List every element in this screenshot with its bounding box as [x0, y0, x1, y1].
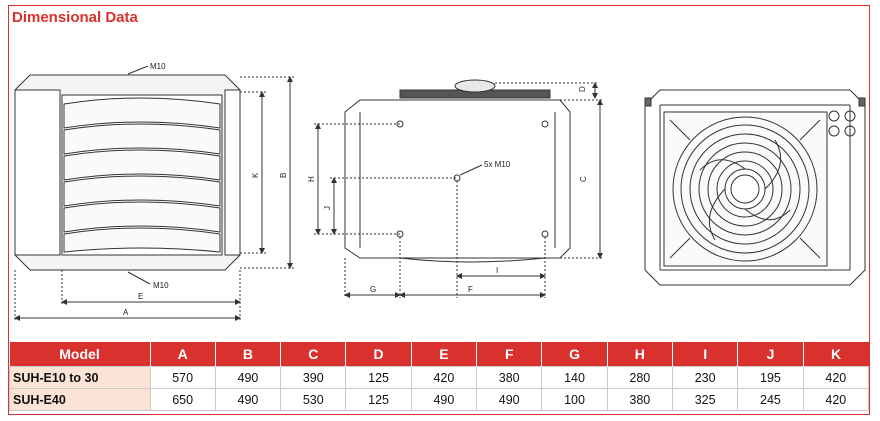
model-cell: SUH-E40 [9, 388, 151, 411]
cell-g: 140 [541, 366, 608, 389]
cell-j: 195 [737, 366, 804, 389]
cell-i: 230 [671, 366, 739, 389]
louver-blades [63, 97, 221, 253]
cell-f: 490 [476, 388, 543, 411]
cell-c: 530 [280, 388, 347, 411]
cell-d: 125 [345, 388, 412, 411]
connection-sockets [828, 110, 856, 137]
page-title: Dimensional Data [12, 9, 138, 26]
header-b: B [214, 342, 281, 367]
cell-h: 380 [606, 388, 674, 411]
dim-label-b: B [279, 173, 288, 178]
dim-label-e: E [138, 292, 143, 301]
cell-d: 125 [345, 366, 412, 389]
content-frame [8, 5, 870, 415]
table-header-row: Model A B C D E F G H I J K [9, 342, 869, 367]
dim-label-k: K [251, 172, 260, 178]
cell-k: 420 [802, 388, 870, 411]
cell-e: 420 [410, 366, 478, 389]
dimensions-table: Model A B C D E F G H I J K SUH-E10 to 3… [9, 342, 870, 411]
dim-label-j: J [323, 206, 332, 210]
dim-label-a: A [123, 308, 129, 317]
dim-label-c: C [579, 176, 588, 182]
header-a: A [149, 342, 216, 367]
cell-i: 325 [671, 388, 739, 411]
cell-e: 490 [410, 388, 478, 411]
header-e: E [410, 342, 477, 367]
header-i: I [671, 342, 738, 367]
cell-a: 570 [149, 366, 216, 389]
header-model: Model [9, 342, 150, 367]
cell-c: 390 [280, 366, 347, 389]
dim-label-g: G [370, 285, 376, 294]
dim-label-d: D [578, 86, 587, 92]
cell-h: 280 [606, 366, 674, 389]
table-row: SUH-E10 to 30 570 490 390 125 420 380 14… [9, 366, 870, 389]
header-c: C [280, 342, 346, 367]
fan-guard [669, 116, 821, 262]
cell-k: 420 [802, 366, 870, 389]
model-cell: SUH-E10 to 30 [9, 366, 151, 389]
table-row: SUH-E40 650 490 530 125 490 490 100 380 … [9, 388, 870, 411]
dim-label-f: F [468, 285, 473, 294]
m10-top-label: M10 [150, 62, 166, 71]
mounting-holes [396, 120, 549, 238]
header-d: D [345, 342, 412, 367]
header-h: H [606, 342, 673, 367]
side-view [314, 79, 604, 298]
front-view [14, 65, 294, 322]
header-j: J [737, 342, 804, 367]
cell-j: 245 [737, 388, 804, 411]
header-k: K [802, 342, 869, 367]
technical-drawing: M10 M10 K B E A [14, 62, 866, 322]
header-f: F [476, 342, 542, 367]
five-m10-label: 5x M10 [484, 160, 511, 169]
cell-b: 490 [214, 388, 282, 411]
rear-view [644, 89, 866, 286]
cell-f: 380 [476, 366, 543, 389]
cell-a: 650 [149, 388, 216, 411]
dim-label-h: H [307, 176, 316, 182]
m10-bottom-label: M10 [153, 281, 169, 290]
cell-g: 100 [541, 388, 608, 411]
cell-b: 490 [214, 366, 282, 389]
header-g: G [541, 342, 608, 367]
dim-label-i: I [496, 266, 498, 275]
